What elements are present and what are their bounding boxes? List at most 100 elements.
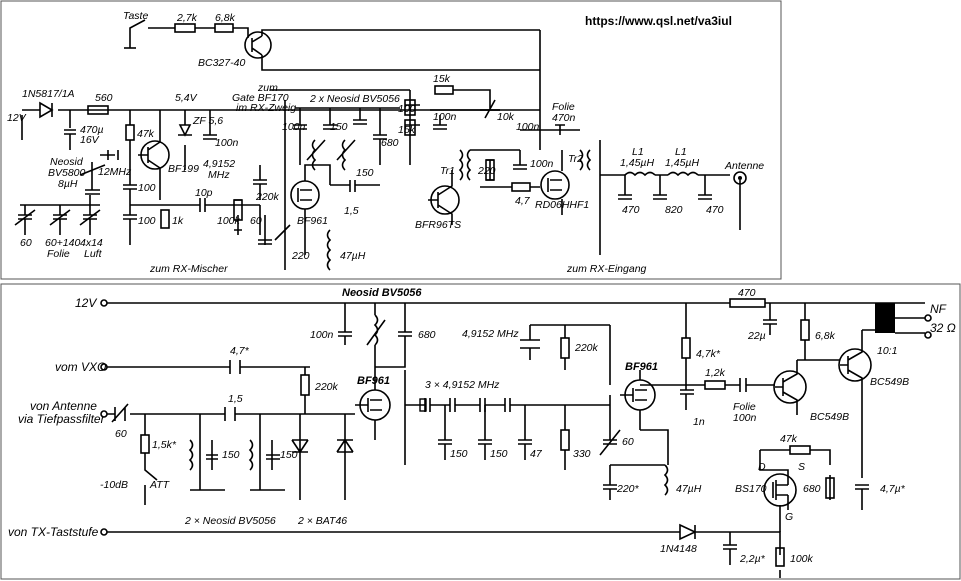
label-r680-b: 680 bbox=[803, 483, 821, 495]
label-zf5-6: ZF 5,6 bbox=[192, 115, 223, 127]
label-c150b: 150 bbox=[356, 167, 374, 179]
label-c100b: 100 bbox=[138, 215, 156, 227]
label-von-antenne: von Antenne bbox=[30, 399, 97, 413]
bottom-labels: 12V vom VXO von Antenne via Tiefpassfilt… bbox=[8, 287, 956, 565]
label-32ohm: 32 Ω bbox=[930, 321, 956, 335]
label-c150-a: 150 bbox=[222, 449, 240, 461]
top-transmitter-circuit bbox=[14, 19, 747, 271]
label-r220k-b1: 220k bbox=[314, 381, 339, 393]
label-r6-8k-b: 6,8k bbox=[815, 330, 836, 342]
label-c100n-3: 100n bbox=[433, 111, 457, 123]
label-c220: 220 bbox=[291, 250, 310, 262]
label-neosid-2x: 2 × Neosid BV5056 bbox=[184, 515, 276, 527]
label-xtal-triple: 3 × 4,9152 MHz bbox=[425, 379, 500, 391]
label-neosid: Neosid bbox=[50, 156, 84, 168]
label-antenne: Antenne bbox=[724, 160, 764, 172]
label-r220k-b2: 220k bbox=[574, 342, 599, 354]
label-r560: 560 bbox=[95, 92, 113, 104]
label-minus10db: -10dB bbox=[100, 479, 128, 491]
label-c100a: 100 bbox=[138, 182, 156, 194]
label-c820: 820 bbox=[665, 204, 683, 216]
label-47uh-b: 47µH bbox=[676, 483, 702, 495]
label-neosid-bv5056: Neosid BV5056 bbox=[342, 287, 422, 299]
label-r2-7k: 2,7k bbox=[176, 12, 198, 24]
label-c100n-2: 100n bbox=[282, 121, 306, 133]
label-c2-2us: 2,2µ* bbox=[739, 553, 766, 565]
label-c1n: 1n bbox=[693, 416, 705, 428]
label-l1b: L1 bbox=[675, 146, 687, 158]
label-xtal-single: 4,9152 MHz bbox=[462, 328, 519, 340]
output-transformer bbox=[875, 303, 895, 333]
label-5-4v: 5,4V bbox=[175, 92, 198, 104]
label-bf199: BF199 bbox=[168, 163, 199, 175]
label-r330: 330 bbox=[573, 448, 591, 460]
label-pin-s: S bbox=[798, 461, 805, 473]
label-l1-45b: 1,45µH bbox=[665, 157, 699, 169]
label-r1-5k: 1,5k* bbox=[152, 439, 177, 451]
label-tr1: Tr1 bbox=[440, 165, 455, 177]
label-c220s: 220* bbox=[616, 483, 640, 495]
label-c60: 60 bbox=[250, 215, 262, 227]
label-c680-b: 680 bbox=[418, 329, 436, 341]
label-c100n-5: 100n bbox=[530, 158, 554, 170]
label-r100k: 100k bbox=[217, 215, 241, 227]
label-rx-zweig: im RX-Zweig bbox=[236, 102, 296, 114]
label-c60-b: 60 bbox=[115, 428, 127, 440]
label-bat46: 2 × BAT46 bbox=[297, 515, 347, 527]
label-bf961-top: BF961 bbox=[297, 215, 328, 227]
label-folie-top: Folie bbox=[552, 101, 575, 113]
label-c4-7s: 4,7* bbox=[230, 345, 250, 357]
label-bc549b-b: BC549B bbox=[870, 376, 909, 388]
label-c60-right: 60 bbox=[622, 436, 634, 448]
label-l1-45a: 1,45µH bbox=[620, 157, 654, 169]
label-c100n-1: 100n bbox=[215, 137, 239, 149]
label-c10p: 10p bbox=[195, 187, 213, 199]
label-c470b: 470 bbox=[706, 204, 724, 216]
label-nf: NF bbox=[930, 302, 947, 316]
top-labels: Taste 2,7k 6,8k BC327-40 1N5817/1A 12V 5… bbox=[7, 10, 764, 275]
label-tr2: Tr2 bbox=[568, 153, 583, 165]
label-16v: 16V bbox=[80, 134, 100, 146]
label-c22u: 22µ bbox=[747, 330, 766, 342]
label-c47: 47 bbox=[530, 448, 543, 460]
label-c60-var: 60 bbox=[20, 237, 32, 249]
label-bf961-right: BF961 bbox=[625, 361, 658, 373]
label-c680: 680 bbox=[381, 137, 399, 149]
label-1n5817: 1N5817/1A bbox=[22, 88, 75, 100]
label-12v-bottom: 12V bbox=[75, 296, 97, 310]
label-r100k-b: 100k bbox=[790, 553, 814, 565]
label-r15k-2: 15k bbox=[398, 124, 416, 136]
label-r15k-1: 15k bbox=[433, 73, 451, 85]
label-tiefpassfilter: via Tiefpassfilter bbox=[18, 412, 106, 426]
label-r1-2k: 1,2k bbox=[705, 367, 726, 379]
label-c100n-4: 100n bbox=[516, 121, 540, 133]
label-folie-b: Folie bbox=[733, 401, 756, 413]
label-bs170: BS170 bbox=[735, 483, 767, 495]
label-bc327: BC327-40 bbox=[198, 57, 245, 69]
label-r10k: 10k bbox=[497, 111, 515, 123]
label-4x14: 4x14 bbox=[80, 237, 103, 249]
source-url: https://www.qsl.net/va3iul bbox=[585, 14, 732, 28]
label-gate-bf170: Gate BF170 bbox=[232, 92, 289, 104]
bottom-panel-border bbox=[0, 283, 961, 580]
label-c150-c: 150 bbox=[450, 448, 468, 460]
label-rd06hhf1: RD06HHF1 bbox=[535, 199, 589, 211]
label-c1-5: 1,5 bbox=[344, 205, 359, 217]
label-att: ATT bbox=[149, 479, 171, 491]
label-bv5800: BV5800 bbox=[48, 167, 86, 179]
label-47uh: 47µH bbox=[340, 250, 366, 262]
label-10-1: 10:1 bbox=[877, 345, 897, 357]
label-pin-d: D bbox=[758, 461, 766, 473]
label-folie-var: Folie bbox=[47, 248, 70, 260]
label-bf961-left: BF961 bbox=[357, 375, 390, 387]
label-c100n-out: 100n bbox=[733, 412, 757, 424]
label-bc549b-a: BC549B bbox=[810, 411, 849, 423]
label-von-tx: von TX-Taststufe bbox=[8, 525, 99, 539]
label-r100: 100 bbox=[398, 103, 416, 115]
label-470n: 470n bbox=[552, 112, 576, 124]
label-pin-g: G bbox=[785, 511, 793, 523]
label-mhz: MHz bbox=[208, 169, 230, 181]
label-r6-8k: 6,8k bbox=[215, 12, 236, 24]
